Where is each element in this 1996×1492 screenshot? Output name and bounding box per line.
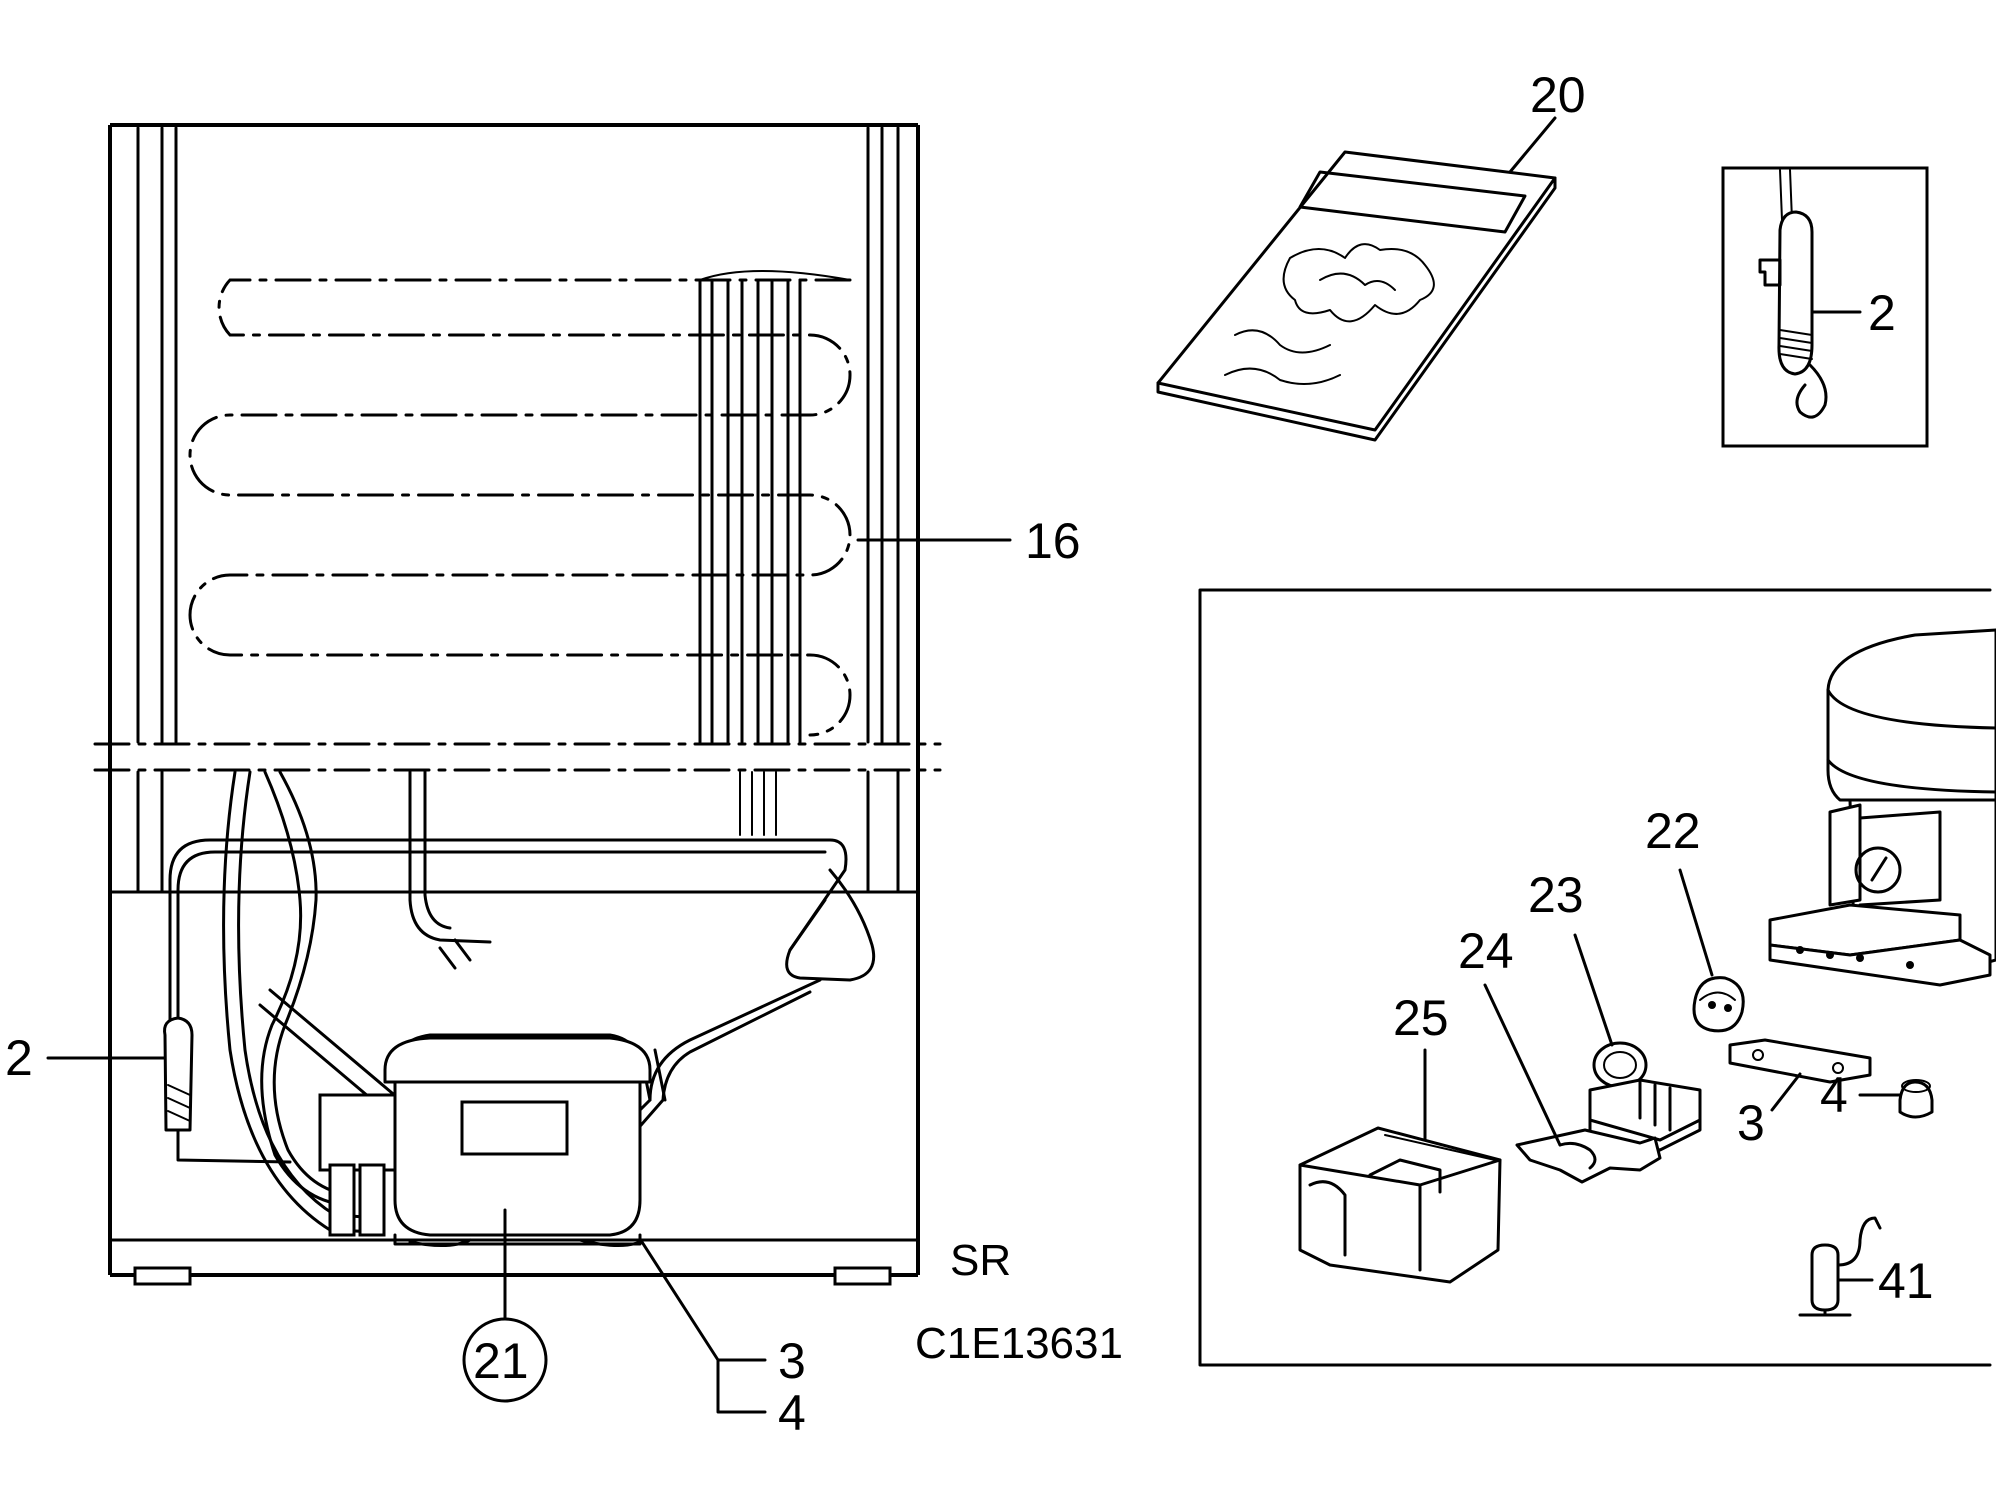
instruction-booklet	[1156, 116, 1557, 442]
relay-clip-24	[1483, 983, 1662, 1184]
label-41: 41	[1878, 1253, 1934, 1309]
label-4-right: 4	[1820, 1067, 1848, 1123]
model-code: SR	[950, 1236, 1011, 1285]
label-24: 24	[1458, 923, 1514, 979]
leader-3-4-bottom	[640, 1240, 767, 1414]
condenser-coil	[188, 278, 852, 737]
sensor-detail-inset	[1721, 166, 1929, 448]
label-16: 16	[1025, 513, 1081, 569]
compressor-body	[1768, 628, 1996, 987]
mounting-plate-3	[1728, 1038, 1872, 1112]
starting-relay-23	[1573, 933, 1702, 1152]
drawing-number: C1E13631	[915, 1319, 1123, 1368]
leader-21	[462, 1208, 548, 1403]
label-23: 23	[1528, 867, 1584, 923]
refrigerant-piping	[168, 770, 876, 1234]
label-4-bottom: 4	[778, 1385, 806, 1441]
compressor-parts-inset	[1198, 588, 1996, 1367]
overload-protector-22	[1678, 868, 1745, 1033]
cabinet-frame	[93, 123, 942, 1286]
capacitor-41	[1798, 1216, 1882, 1317]
grommet-4	[1858, 1079, 1934, 1119]
refrigerator-rear-view	[46, 123, 1012, 1414]
label-2-inset: 2	[1868, 285, 1896, 341]
relay-cover-25	[1298, 1048, 1502, 1284]
label-22: 22	[1645, 803, 1701, 859]
label-21: 21	[473, 1333, 529, 1389]
label-3-bottom: 3	[778, 1333, 806, 1389]
label-3-right: 3	[1737, 1095, 1765, 1151]
compressor-unit	[318, 1033, 652, 1247]
condenser-tube-bundle	[698, 270, 851, 836]
drier-filter	[163, 1016, 292, 1164]
label-25: 25	[1393, 990, 1449, 1046]
callout-labels: 20 2 16 2 22 23 24 25 3 4 41 21 3 4 SR C…	[5, 67, 1934, 1441]
label-2-left: 2	[5, 1030, 33, 1086]
label-20: 20	[1530, 67, 1586, 123]
